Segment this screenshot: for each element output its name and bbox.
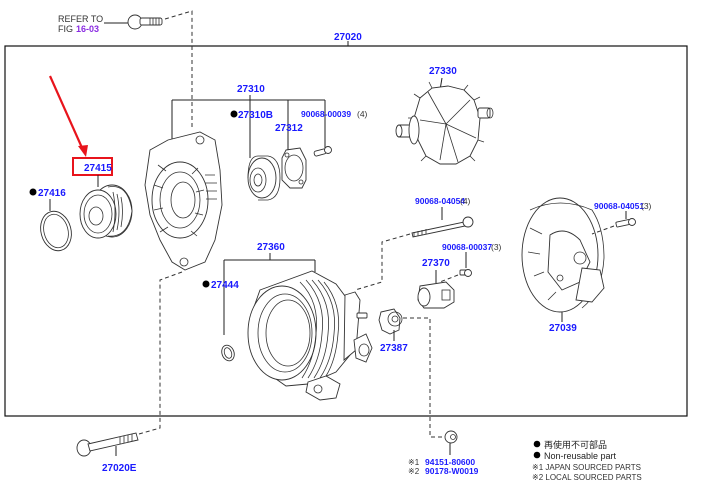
part-label-90068-00037[interactable]: 90068-00037 xyxy=(442,242,492,252)
part-label-94151-80600[interactable]: 94151-80600 xyxy=(425,457,475,467)
nut-icon xyxy=(444,430,458,444)
part-label-27310[interactable]: 27310 xyxy=(237,84,265,95)
refer-fig-prefix: FIG xyxy=(58,24,73,34)
assembly-frame xyxy=(4,45,688,417)
part-label-27387[interactable]: 27387 xyxy=(380,343,408,354)
regulator-27387-icon xyxy=(378,308,403,335)
screw-dash-04051 xyxy=(591,225,615,235)
rotor-27330-icon xyxy=(395,81,494,165)
bolt-dash xyxy=(159,271,183,400)
legend-english: Non-reusable part xyxy=(544,451,617,461)
source-mark-2: ※2 xyxy=(408,467,420,476)
legend-dot-en xyxy=(533,451,541,459)
part-label-27444[interactable]: 27444 xyxy=(211,280,239,291)
screw-dash-00037 xyxy=(439,274,459,283)
bolt-dash-04054 xyxy=(354,233,411,291)
through-bolt-27020E-icon xyxy=(76,432,139,457)
screw-00037-icon xyxy=(459,269,472,277)
part-label-27020[interactable]: 27020 xyxy=(334,32,362,43)
regulator-dash xyxy=(403,317,444,438)
refer-fig-link[interactable]: 16-03 xyxy=(76,24,99,34)
top-bolt-icon xyxy=(127,14,163,30)
qty-90068-04051: (3) xyxy=(641,201,652,211)
rear-cover-27039-icon xyxy=(521,197,605,313)
drive-end-frame-icon xyxy=(144,131,223,271)
source-mark-1: ※1 xyxy=(408,458,420,467)
part-label-27360[interactable]: 27360 xyxy=(257,242,285,253)
arrowhead-icon xyxy=(78,145,88,157)
legend-japanese: 再使用不可部品 xyxy=(544,439,607,450)
part-label-27020E[interactable]: 27020E xyxy=(102,463,137,474)
part-label-90068-04051[interactable]: 90068-04051 xyxy=(594,201,644,211)
part-label-27312[interactable]: 27312 xyxy=(275,123,303,134)
part-label-27416[interactable]: 27416 xyxy=(38,188,66,199)
part-label-27039[interactable]: 27039 xyxy=(549,323,577,334)
legend-dot-jp xyxy=(533,440,541,448)
pulley-27415-icon xyxy=(79,184,133,239)
highlight-box xyxy=(72,157,113,176)
part-label-90068-04054[interactable]: 90068-04054 xyxy=(415,196,465,206)
qty-90068-04054: (4) xyxy=(460,196,471,206)
refer-dash xyxy=(164,10,193,46)
long-bolt-04054-icon xyxy=(411,216,474,238)
o-ring-27444-icon xyxy=(221,344,235,362)
part-label-27330[interactable]: 27330 xyxy=(429,66,457,77)
part-label-90178-W0019[interactable]: 90178-W0019 xyxy=(425,466,479,476)
brush-holder-27370-icon xyxy=(417,281,455,309)
non-reusable-dot xyxy=(230,110,238,118)
washer-27416-icon xyxy=(40,210,72,252)
bearing-27310B-icon xyxy=(247,155,281,201)
screw-04051-icon xyxy=(615,218,636,228)
part-label-27415[interactable]: 27415 xyxy=(84,163,112,174)
legend-note-1: ※1 JAPAN SOURCED PARTS xyxy=(532,463,641,472)
part-label-90068-00039[interactable]: 90068-00039 xyxy=(301,109,351,119)
qty-90068-00037: (3) xyxy=(491,242,502,252)
through-bolt-dash xyxy=(138,400,161,435)
refer-to-text: REFER TO xyxy=(58,14,103,24)
part-label-27370[interactable]: 27370 xyxy=(422,258,450,269)
housing-27360-icon xyxy=(247,270,373,401)
screw-00039-icon xyxy=(313,146,332,157)
legend-note-2: ※2 LOCAL SOURCED PARTS xyxy=(532,473,642,482)
part-label-27310B[interactable]: 27310B xyxy=(238,110,273,121)
qty-90068-00039: (4) xyxy=(357,109,368,119)
highlight-arrow xyxy=(48,75,85,151)
plate-27312-icon xyxy=(281,147,307,189)
non-reusable-dot xyxy=(29,188,37,196)
non-reusable-dot xyxy=(202,280,210,288)
